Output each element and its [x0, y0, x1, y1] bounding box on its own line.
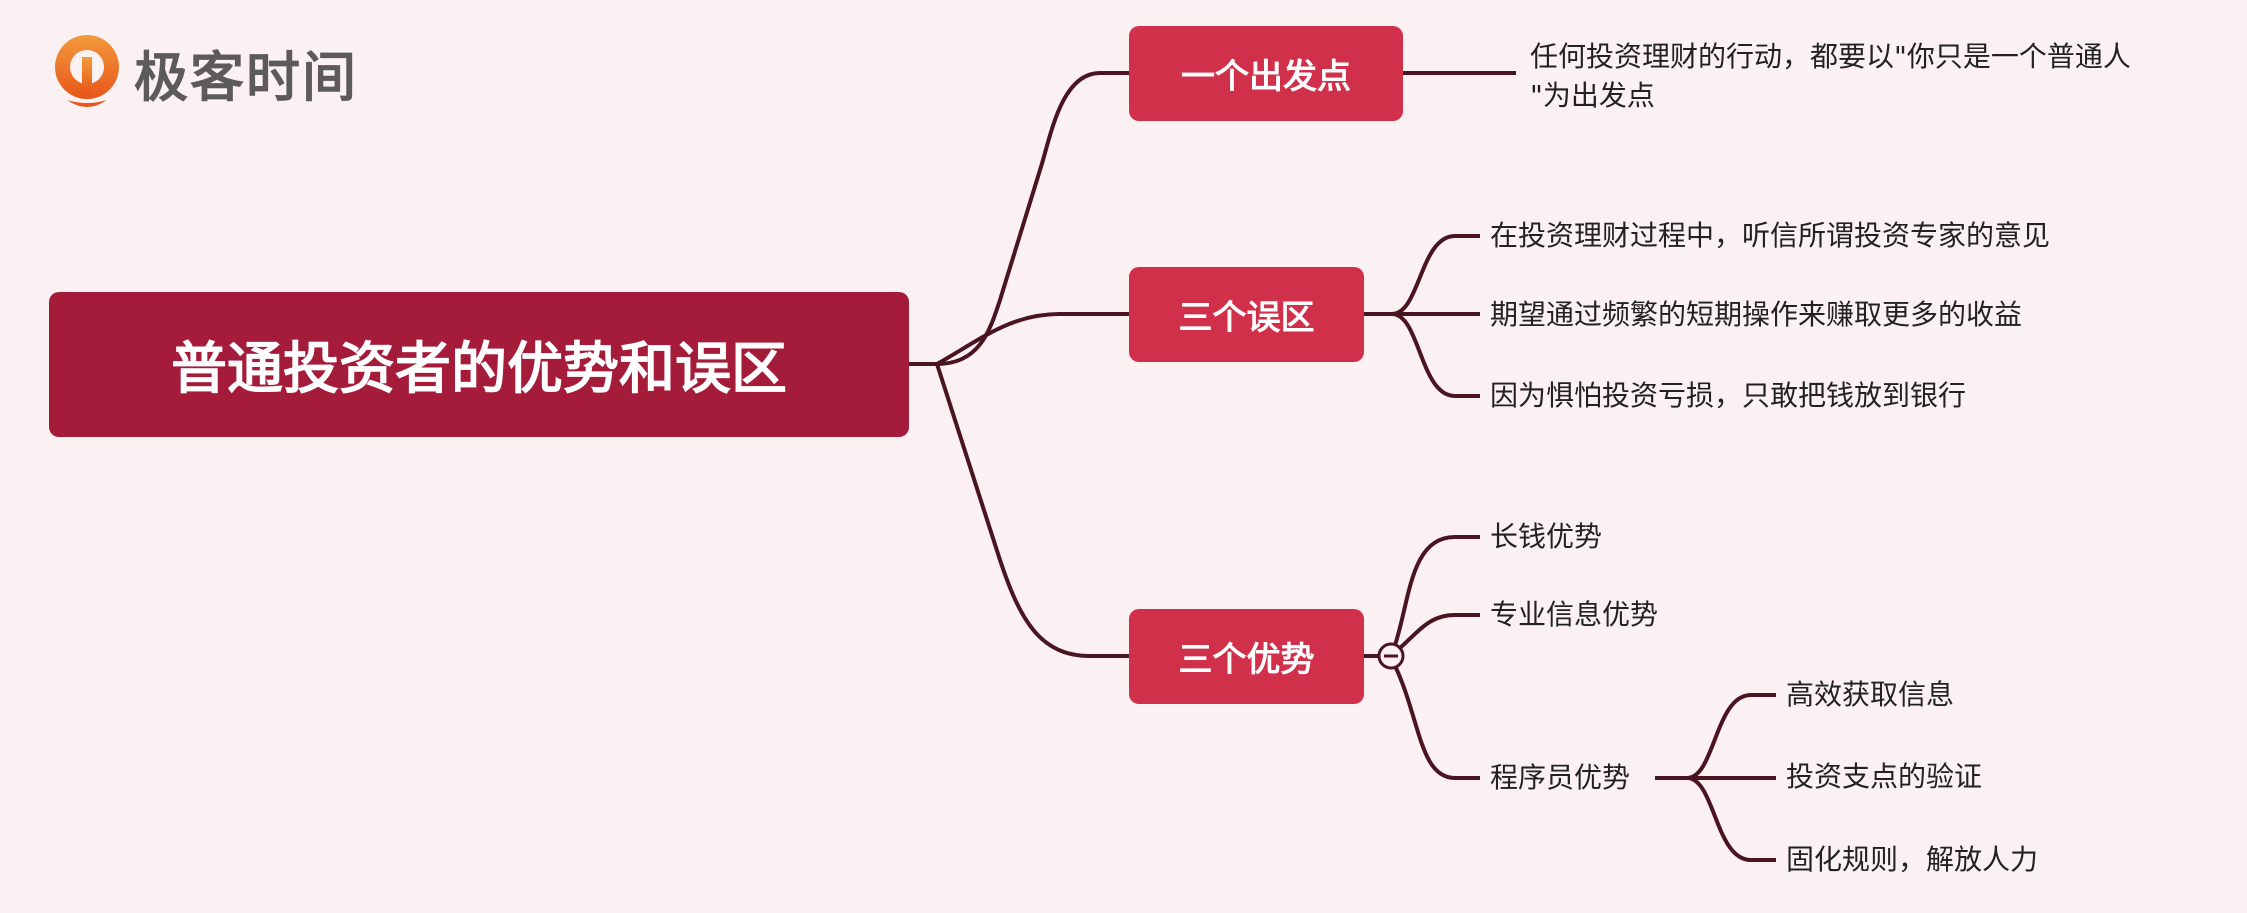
- collapse-toggle-icon[interactable]: [1377, 642, 1405, 670]
- leaf-starting-point-line1[interactable]: 任何投资理财的行动，都要以"你只是一个普通人: [1530, 40, 2131, 73]
- leaf-starting-point-line2[interactable]: "为出发点: [1530, 79, 1655, 112]
- leaf-advantage-info[interactable]: 专业信息优势: [1490, 598, 1659, 631]
- logo: 极客时间: [52, 32, 358, 112]
- branch-advantages[interactable]: 三个优势: [1129, 609, 1364, 704]
- branch-starting-point[interactable]: 一个出发点: [1129, 26, 1403, 121]
- leaf-programmer-1[interactable]: 高效获取信息: [1786, 678, 1955, 711]
- leaf-misconception-3[interactable]: 因为惧怕投资亏损，只敢把钱放到银行: [1490, 379, 1967, 412]
- leaf-advantage-long-money[interactable]: 长钱优势: [1490, 520, 1603, 553]
- leaf-advantage-programmer[interactable]: 程序员优势: [1490, 761, 1631, 794]
- branch-misconceptions[interactable]: 三个误区: [1129, 267, 1364, 362]
- leaf-programmer-3[interactable]: 固化规则，解放人力: [1786, 843, 2039, 876]
- root-node[interactable]: 普通投资者的优势和误区: [49, 292, 909, 437]
- logo-text: 极客时间: [134, 45, 358, 109]
- leaf-programmer-2[interactable]: 投资支点的验证: [1786, 760, 1983, 793]
- geektime-logo-icon: [55, 35, 119, 107]
- leaf-misconception-2[interactable]: 期望通过频繁的短期操作来赚取更多的收益: [1490, 298, 2023, 331]
- leaf-misconception-1[interactable]: 在投资理财过程中，听信所谓投资专家的意见: [1490, 219, 2051, 252]
